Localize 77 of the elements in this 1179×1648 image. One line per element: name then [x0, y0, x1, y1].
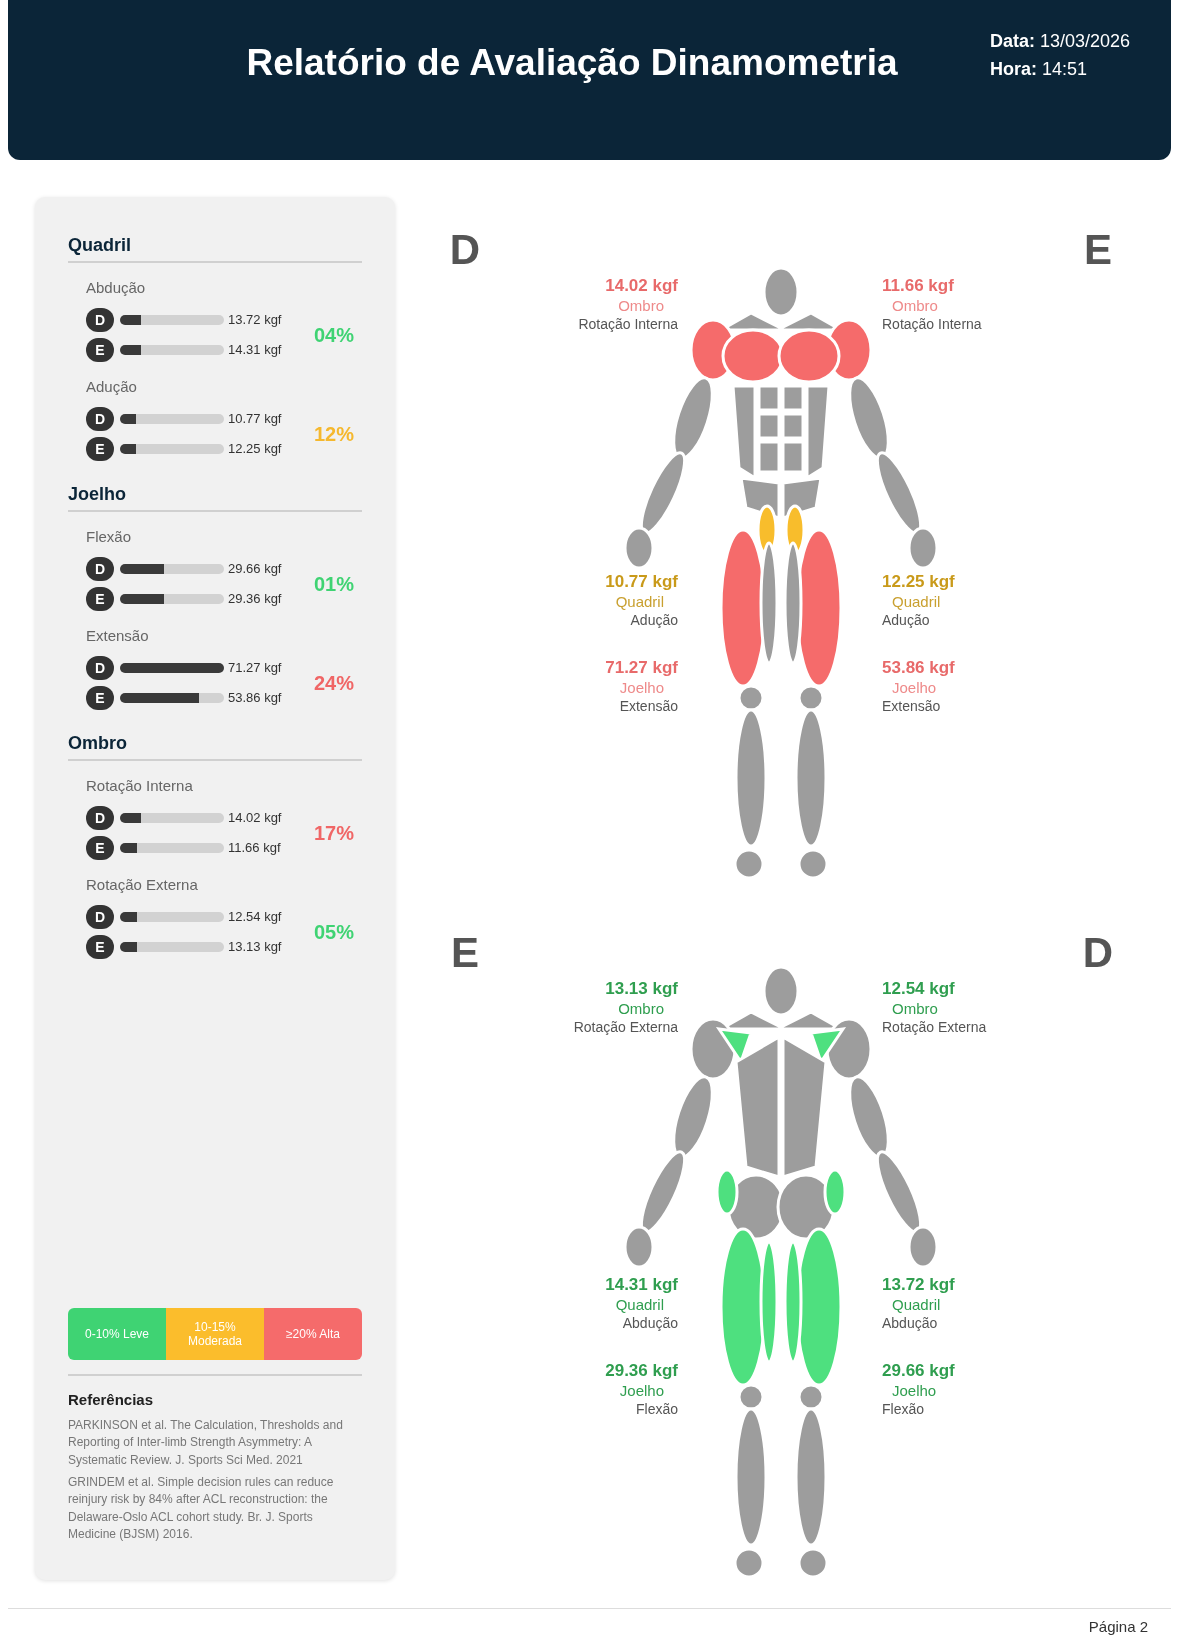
force-value: 13.13 kgf: [228, 939, 282, 955]
force-value: 12.25 kgf: [228, 441, 282, 457]
force-value: 71.27 kgf: [228, 660, 282, 676]
movement-name: Abdução: [882, 1314, 938, 1332]
severity-legend-item: 0-10% Leve: [68, 1308, 166, 1360]
section-heading: Ombro: [68, 732, 127, 754]
movement-name: Rotação Interna: [578, 315, 678, 333]
force-value: 53.86 kgf: [882, 658, 955, 678]
page-number: Página 2: [1088, 1618, 1148, 1636]
force-value: 13.72 kgf: [882, 1275, 955, 1295]
severity-legend-item: 10-15% Moderada: [166, 1308, 264, 1360]
report-title: Relatório de Avaliação Dinamometria: [246, 42, 898, 84]
movement-name: Flexão: [635, 1400, 678, 1418]
force-value: 13.13 kgf: [605, 979, 678, 999]
force-value: 29.36 kgf: [228, 591, 282, 607]
date-text: Data: 13/03/2026: [990, 30, 1131, 52]
time-text: Hora: 14:51: [990, 58, 1088, 80]
muscle-group: Joelho: [619, 679, 664, 697]
asymmetry-percent: 01%: [314, 572, 354, 596]
severity-legend-item: ≥20% Alta: [264, 1308, 362, 1360]
exercise-name: Extensão: [86, 627, 149, 645]
body-side-letter: D: [449, 225, 481, 275]
muscle-group: Ombro: [892, 1000, 938, 1018]
muscle-group: Joelho: [619, 1382, 664, 1400]
body-side-letter: D: [1082, 928, 1114, 978]
movement-name: Adução: [882, 611, 930, 629]
reference-text: GRINDEM et al. Simple decision rules can reduce reinjury risk by 84% after ACL reconstruction: the Delaware-Oslo ACL cohort study. Br. J. Sports Medicine (BJSM) 2016.: [68, 1474, 335, 1544]
muscle-group: Quadril: [615, 593, 664, 611]
force-value: 12.54 kgf: [882, 979, 955, 999]
movement-name: Adução: [630, 611, 678, 629]
exercise-name: Adução: [86, 378, 137, 396]
section-heading: Joelho: [68, 483, 126, 505]
force-value: 12.54 kgf: [228, 909, 282, 925]
movement-name: Rotação Externa: [573, 1018, 678, 1036]
force-value: 29.66 kgf: [228, 561, 282, 577]
body-side-letter: E: [451, 928, 479, 978]
movement-name: Rotação Externa: [882, 1018, 987, 1036]
force-value: 14.02 kgf: [228, 810, 282, 826]
force-value: 14.31 kgf: [605, 1275, 678, 1295]
exercise-name: Abdução: [86, 279, 146, 297]
asymmetry-percent: 17%: [314, 821, 354, 845]
force-value: 11.66 kgf: [882, 276, 954, 296]
force-value: 14.31 kgf: [228, 342, 282, 358]
muscle-group: Ombro: [618, 1000, 664, 1018]
exercise-name: Rotação Interna: [86, 777, 193, 795]
force-value: 14.02 kgf: [605, 276, 678, 296]
muscle-group: Joelho: [892, 1382, 937, 1400]
muscle-group: Quadril: [615, 1296, 664, 1314]
movement-name: Abdução: [622, 1314, 678, 1332]
force-value: 10.77 kgf: [228, 411, 282, 427]
force-value: 29.66 kgf: [882, 1361, 955, 1381]
body-side-letter: E: [1084, 225, 1112, 275]
force-value: 10.77 kgf: [605, 572, 678, 592]
reference-heading: Referências: [68, 1391, 154, 1409]
movement-name: Extensão: [619, 697, 678, 715]
section-heading: Quadril: [68, 234, 131, 256]
asymmetry-percent: 24%: [314, 671, 354, 695]
muscle-group: Ombro: [892, 297, 938, 315]
force-value: 71.27 kgf: [605, 658, 678, 678]
force-value: 12.25 kgf: [882, 572, 955, 592]
movement-name: Extensão: [882, 697, 941, 715]
reference-text: PARKINSON et al. The Calculation, Thresholds and Reporting of Inter-limb Strength Asymmetry: A Systematic Review. J. Sports Sci Med. 2021: [68, 1416, 344, 1469]
asymmetry-percent: 05%: [314, 920, 354, 944]
muscle-group: Joelho: [892, 679, 937, 697]
asymmetry-percent: 12%: [314, 422, 354, 446]
muscle-group: Quadril: [892, 1296, 941, 1314]
muscle-group: Quadril: [892, 593, 941, 611]
force-value: 29.36 kgf: [605, 1361, 678, 1381]
exercise-name: Rotação Externa: [86, 876, 198, 894]
force-value: 11.66 kgf: [228, 840, 281, 856]
exercise-name: Flexão: [86, 528, 132, 546]
movement-name: Rotação Interna: [882, 315, 982, 333]
muscle-group: Ombro: [618, 297, 664, 315]
asymmetry-percent: 04%: [314, 323, 354, 347]
force-value: 13.72 kgf: [228, 312, 282, 328]
movement-name: Flexão: [882, 1400, 925, 1418]
force-value: 53.86 kgf: [228, 690, 282, 706]
